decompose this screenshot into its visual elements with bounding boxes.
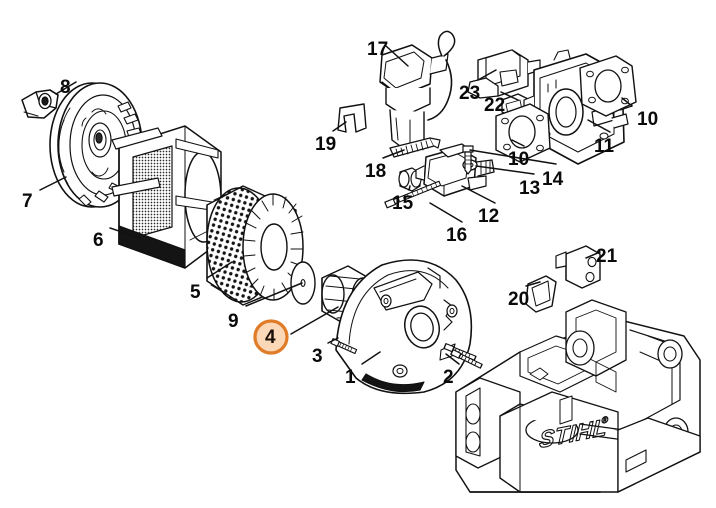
callout-4: 4 (265, 327, 276, 348)
callout-18: 18 (365, 161, 387, 182)
callout-12: 12 (478, 206, 500, 227)
callout-6: 6 (93, 230, 104, 251)
callout-20: 20 (508, 289, 530, 310)
callout-3: 3 (312, 346, 323, 367)
callout-14: 14 (542, 169, 564, 190)
callout-23: 23 (459, 83, 481, 104)
callout-8: 8 (60, 77, 71, 98)
callout-10-right: 10 (637, 109, 659, 130)
highlight-ring-part-4 (253, 319, 289, 355)
callout-19: 19 (315, 134, 337, 155)
callout-17: 17 (367, 39, 389, 60)
callout-16: 16 (446, 225, 468, 246)
callout-13: 13 (519, 178, 541, 199)
svg-text:®: ® (601, 414, 608, 425)
callout-2: 2 (443, 367, 454, 388)
callout-1: 1 (345, 367, 356, 388)
callout-22: 22 (484, 95, 506, 116)
callout-7: 7 (22, 191, 33, 212)
callout-21: 21 (596, 246, 618, 267)
callout-10-left: 10 (508, 149, 530, 170)
callout-5: 5 (190, 282, 201, 303)
callout-15: 15 (392, 193, 414, 214)
callout-9: 9 (228, 311, 239, 332)
callout-11: 11 (594, 136, 615, 157)
